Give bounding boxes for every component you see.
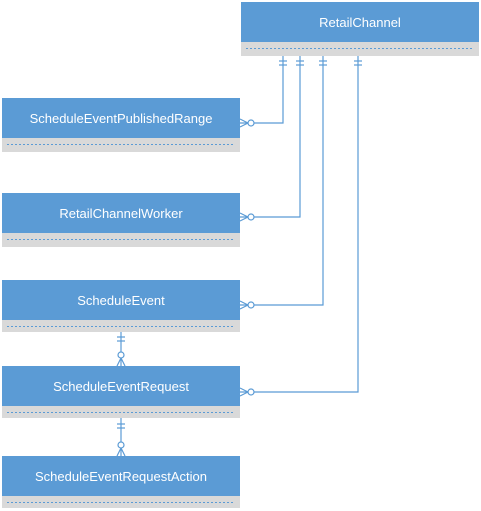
zero-mark [117,351,125,359]
relationship-schedule-event-request-action [116,418,126,457]
entity-title: RetailChannelWorker [59,206,183,221]
entity-retail-channel[interactable]: RetailChannel [241,2,479,56]
entity-title: ScheduleEventRequestAction [35,469,207,484]
many-mark [239,304,249,310]
connector-line [240,56,359,393]
zero-mark [247,119,255,127]
many-mark [120,447,126,457]
relationship-retail-channel-schedule-event-request [239,56,362,397]
entity-title: ScheduleEventRequest [53,379,189,394]
many-mark [239,300,249,306]
many-mark [239,122,249,128]
relationship-lines [116,56,362,457]
connector-line [240,56,284,124]
entity-schedule-event-request[interactable]: ScheduleEventRequest [2,366,240,418]
many-mark [239,118,249,124]
entity-schedule-event-published-range[interactable]: ScheduleEventPublishedRange [2,98,240,152]
zero-mark [247,213,255,221]
zero-mark [117,441,125,449]
entity-title: RetailChannel [319,15,401,30]
connector-line [240,56,301,218]
entity-schedule-event-request-action[interactable]: ScheduleEventRequestAction [2,456,240,508]
connector-line [240,56,324,306]
relationship-schedule-event-request [116,332,126,367]
zero-mark [247,301,255,309]
zero-mark [247,388,255,396]
many-mark [116,447,122,457]
many-mark [239,391,249,397]
many-mark [239,212,249,218]
many-mark [120,357,126,367]
entity-title: ScheduleEvent [77,293,165,308]
entity-title: ScheduleEventPublishedRange [30,111,213,126]
relationship-retail-channel-published-range [239,56,287,128]
many-mark [239,387,249,393]
many-mark [116,357,122,367]
relationship-retail-channel-worker [239,56,304,222]
relationship-retail-channel-schedule-event [239,56,327,310]
entity-retail-channel-worker[interactable]: RetailChannelWorker [2,193,240,247]
entity-schedule-event[interactable]: ScheduleEvent [2,280,240,332]
many-mark [239,216,249,222]
